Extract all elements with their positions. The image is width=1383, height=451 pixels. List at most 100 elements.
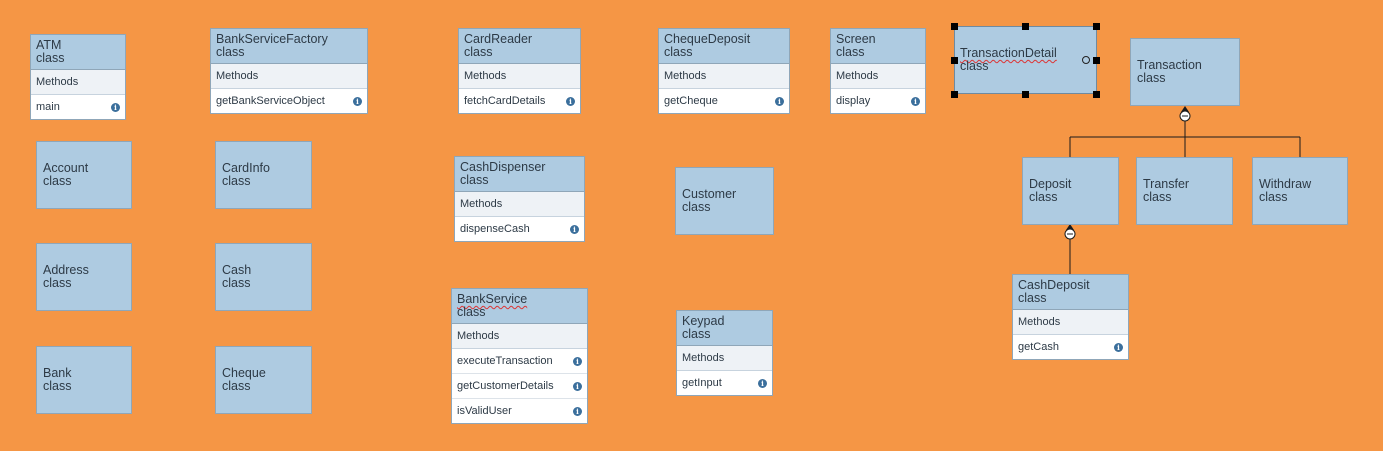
info-icon[interactable]: i [353,97,362,106]
resize-handle-n[interactable] [1022,23,1029,30]
class-name: ATM [36,38,62,52]
class-type: class [664,45,693,59]
class-type: class [43,174,72,188]
class-name: TransactionDetail [960,46,1057,60]
class-type: class [682,200,711,214]
class-name: Transaction [1137,58,1202,72]
class-type: class [1259,190,1288,204]
info-icon[interactable]: i [911,97,920,106]
resize-handle-ne[interactable] [1093,23,1100,30]
info-icon[interactable]: i [111,103,120,112]
class-type: class [222,379,251,393]
info-icon[interactable]: i [573,407,582,416]
methods-section-label: Methods [831,64,925,89]
methods-section-label: Methods [31,70,125,95]
info-icon[interactable]: i [573,357,582,366]
resize-handle-e[interactable] [1093,57,1100,64]
info-icon[interactable]: i [775,97,784,106]
info-icon[interactable]: i [758,379,767,388]
class-type: class [682,327,711,341]
info-icon[interactable]: i [570,225,579,234]
class-type: class [460,173,489,187]
collapse-toggle-deposit[interactable] [1064,224,1076,240]
class-type: class [1029,190,1058,204]
resize-handle-sw[interactable] [951,91,958,98]
methods-section-label: Methods [677,346,772,371]
class-type: class [1018,291,1047,305]
class-type: class [43,276,72,290]
class-type: class [222,276,251,290]
class-name: Cash [222,263,252,277]
class-name: BankService [457,292,528,306]
resize-handle-se[interactable] [1093,91,1100,98]
rotate-handle-icon[interactable] [1082,56,1090,64]
class-type: class [464,45,493,59]
resize-handle-w[interactable] [951,57,958,64]
class-name: CashDispenser [460,160,546,174]
class-name: Deposit [1029,177,1072,191]
class-name: Transfer [1143,177,1190,191]
info-icon[interactable]: i [1114,343,1123,352]
resize-handle-nw[interactable] [951,23,958,30]
class-type: class [960,59,989,73]
methods-section-label: Methods [659,64,789,89]
methods-section-label: Methods [459,64,580,89]
class-type: class [36,51,65,65]
class-type: class [222,174,251,188]
class-name: Account [43,161,89,175]
class-name: CashDeposit [1018,278,1090,292]
class-name: Customer [682,187,737,201]
info-icon[interactable]: i [573,382,582,391]
resize-handle-s[interactable] [1022,91,1029,98]
class-name: Address [43,263,89,277]
info-icon[interactable]: i [566,97,575,106]
class-name: ChequeDeposit [664,32,751,46]
collapse-toggle-transaction[interactable] [1179,106,1191,122]
